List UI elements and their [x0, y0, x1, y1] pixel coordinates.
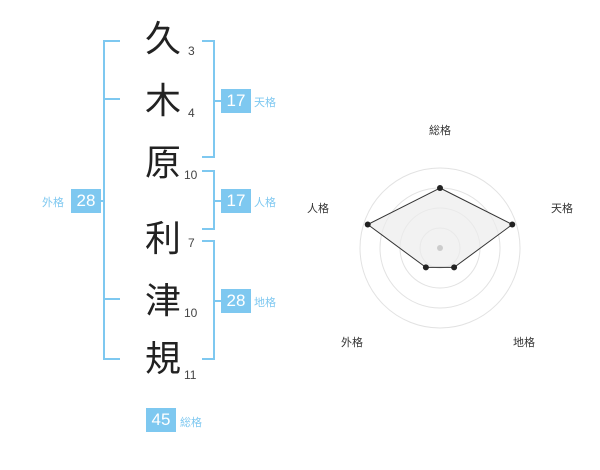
- gaikaku-value: 28: [71, 189, 101, 213]
- given-strokes-3: 11: [184, 368, 197, 382]
- radar-point: [364, 221, 371, 228]
- jinkaku-value: 17: [221, 189, 251, 213]
- radar-label-tenkaku: 天格: [551, 201, 573, 215]
- radar-label-jinkaku: 人格: [307, 201, 329, 215]
- radar-polygon: [366, 187, 514, 268]
- surname-char-3: 原: [144, 143, 181, 184]
- given-char-3: 規: [144, 339, 181, 380]
- given-char-1: 利: [144, 219, 181, 260]
- gaikaku-label: 外格: [42, 196, 64, 209]
- chikaku-label: 地格: [254, 296, 276, 309]
- surname-char-2: 木: [144, 81, 181, 122]
- given-char-2: 津: [144, 281, 181, 322]
- radar-point: [422, 264, 429, 271]
- radar-center-dot: [437, 245, 443, 251]
- soukaku-label: 総格: [180, 416, 202, 429]
- jinkaku-label: 人格: [254, 196, 276, 209]
- radar-points: [364, 185, 516, 271]
- radar-point: [451, 264, 458, 271]
- radar-ring: [359, 167, 521, 329]
- soukaku-value: 45: [146, 408, 176, 432]
- surname-char-1: 久: [144, 19, 181, 60]
- surname-strokes-3: 10: [184, 168, 198, 182]
- radar-point: [437, 185, 443, 191]
- radar-point: [509, 221, 516, 228]
- given-strokes-1: 7: [188, 236, 195, 250]
- tenkaku-value: 17: [221, 89, 251, 113]
- surname-strokes-1: 3: [188, 44, 195, 58]
- tenkaku-label: 天格: [254, 96, 276, 109]
- chikaku-value: 28: [221, 289, 251, 313]
- given-strokes-2: 10: [184, 306, 198, 320]
- radar-label-soukaku: 総格: [429, 123, 451, 137]
- radar-label-chikaku: 地格: [513, 335, 535, 349]
- radar-label-gaikaku: 外格: [341, 335, 363, 349]
- surname-strokes-2: 4: [188, 106, 195, 120]
